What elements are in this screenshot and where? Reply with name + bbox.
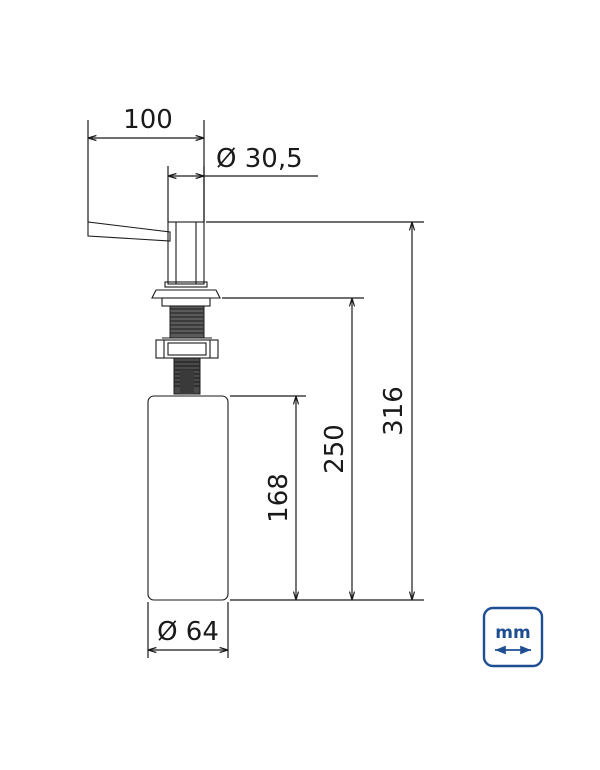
dimension-total-height: 316 [206, 221, 424, 601]
soap-dispenser-drawing [87, 221, 229, 601]
mounted-height-label: 250 [320, 424, 350, 474]
spout-length-label: 100 [123, 105, 173, 135]
pump-diameter-label: Ø 30,5 [216, 144, 303, 174]
dimension-spout-length: 100 [87, 105, 205, 222]
dimension-mounted-height: 250 [222, 297, 364, 600]
dimension-bottle-diameter: Ø 64 [147, 602, 229, 658]
mounting-flange [151, 289, 221, 307]
bottle [147, 395, 229, 601]
unit-badge: mm [482, 606, 544, 668]
pump-head [164, 221, 208, 288]
dimension-pump-diameter: Ø 30,5 [167, 144, 318, 222]
dimension-bottle-height: 168 [230, 395, 306, 600]
unit-badge-label: mm [495, 623, 530, 643]
locking-nut [155, 339, 219, 359]
spout [87, 221, 171, 242]
total-height-label: 316 [379, 386, 409, 436]
bottle-neck [173, 357, 201, 395]
bottle-height-label: 168 [264, 473, 294, 523]
bottle-diameter-label: Ø 64 [157, 617, 219, 647]
threaded-shank [162, 305, 212, 339]
